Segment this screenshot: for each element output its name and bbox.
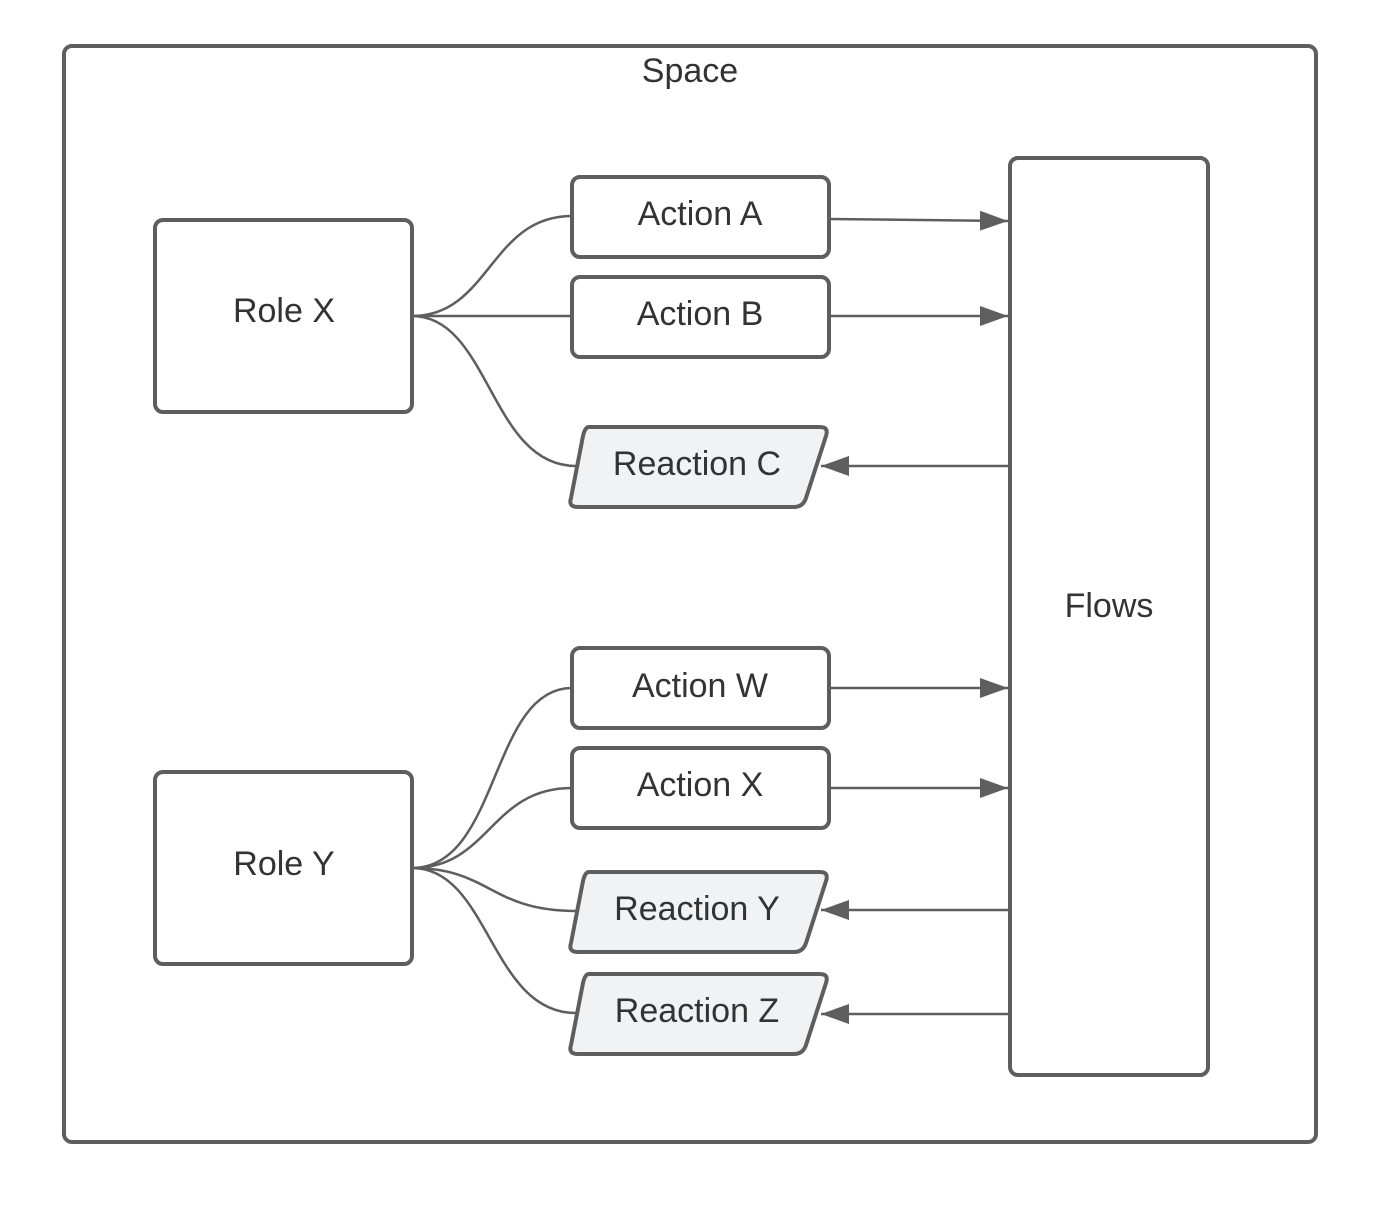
reaction-c-label: Reaction C <box>613 445 781 483</box>
role-y-label: Role Y <box>233 845 334 883</box>
reaction-z-node: Reaction Z <box>568 972 829 1056</box>
reaction-c-shape <box>568 425 829 509</box>
action-a-node: Action A <box>570 175 831 259</box>
role-x-box <box>153 218 414 414</box>
flows-box <box>1008 156 1210 1077</box>
flow-arrows <box>821 210 1010 1024</box>
flows-node: Flows <box>1008 156 1210 1077</box>
space-container: Space <box>62 44 1318 1144</box>
connector-role-x-reaction-c <box>411 314 577 468</box>
action-w-label: Action W <box>632 667 768 705</box>
space-label: Space <box>642 52 738 90</box>
connector-role-y-reaction-z <box>411 866 577 1015</box>
connector-role-x-action-a <box>411 214 573 318</box>
action-a-label: Action A <box>638 195 763 233</box>
role-x-label: Role X <box>233 292 335 330</box>
role-y-box <box>153 770 414 966</box>
space-frame <box>62 44 1318 1144</box>
reaction-z-shape <box>568 972 829 1056</box>
reaction-y-shape <box>568 870 829 954</box>
reaction-y-label: Reaction Y <box>614 890 780 928</box>
action-x-label: Action X <box>637 766 764 804</box>
role-x-node: Role X <box>153 218 414 414</box>
flows-label: Flows <box>1065 587 1154 625</box>
reaction-y-node: Reaction Y <box>568 870 829 954</box>
reaction-z-label: Reaction Z <box>615 992 779 1030</box>
connector-role-y-reaction-y <box>411 866 577 913</box>
action-a-box <box>570 175 831 259</box>
connector-role-y-action-w <box>411 686 573 870</box>
action-x-node: Action X <box>570 746 831 830</box>
action-b-node: Action B <box>570 275 831 359</box>
reaction-c-node: Reaction C <box>568 425 829 509</box>
connector-role-y-action-x <box>411 786 573 870</box>
arrow-action-a-flows <box>828 210 1009 231</box>
role-connectors <box>411 214 577 1015</box>
action-w-box <box>570 646 831 730</box>
role-y-node: Role Y <box>153 770 414 966</box>
action-x-box <box>570 746 831 830</box>
action-b-box <box>570 275 831 359</box>
action-b-label: Action B <box>637 295 764 333</box>
action-w-node: Action W <box>570 646 831 730</box>
